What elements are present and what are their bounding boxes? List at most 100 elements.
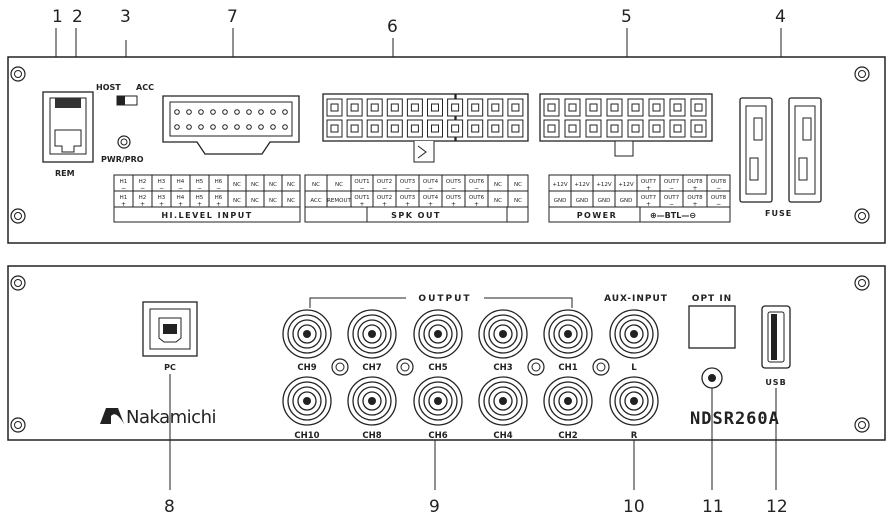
callout-11: 11 bbox=[702, 497, 724, 517]
screw-icon bbox=[854, 275, 870, 291]
pin-socket-inner bbox=[491, 124, 500, 133]
pin bbox=[174, 124, 180, 130]
pin-label: NC bbox=[287, 198, 295, 204]
spk-out-connector[interactable] bbox=[322, 93, 529, 163]
pin-label: OUT4 bbox=[423, 179, 439, 185]
pin-polarity: + bbox=[359, 201, 364, 208]
callout-4: 4 bbox=[775, 7, 786, 27]
hi-level-connector[interactable] bbox=[162, 95, 300, 155]
pin-label: H4 bbox=[177, 195, 185, 201]
pin-socket-inner bbox=[673, 124, 682, 133]
hi-level-table bbox=[113, 174, 301, 223]
pin bbox=[270, 124, 276, 130]
pin-label: NC bbox=[233, 182, 241, 188]
pin-label: OUT6 bbox=[469, 195, 485, 201]
pin-socket-inner bbox=[631, 124, 640, 133]
pin bbox=[258, 109, 264, 115]
usb-label: USB bbox=[765, 378, 786, 387]
pin-label: H2 bbox=[139, 195, 147, 201]
pin-label: +12V bbox=[574, 182, 590, 188]
rca-jack[interactable] bbox=[543, 376, 593, 426]
pin-label: GND bbox=[598, 198, 611, 204]
pin-label: OUT1 bbox=[354, 195, 369, 201]
pin-label: OUT7 bbox=[664, 195, 680, 201]
optical-input[interactable] bbox=[688, 305, 736, 389]
pin-polarity: + bbox=[451, 201, 456, 208]
pin-socket-inner bbox=[547, 103, 556, 112]
pin bbox=[270, 109, 276, 115]
pin-label: H3 bbox=[158, 179, 166, 185]
screw-icon bbox=[854, 417, 870, 433]
pin-table-cells: H1−H1+H2−H2+H3−H3+H4−H4+H5−H5+H6−H6+NCNC… bbox=[120, 179, 727, 208]
pin-polarity: + bbox=[646, 201, 651, 208]
rca-jack[interactable] bbox=[413, 309, 463, 359]
pin-label: NC bbox=[312, 182, 320, 188]
rca-jack[interactable] bbox=[609, 309, 659, 359]
screw-icon bbox=[854, 208, 870, 224]
callout-1: 1 bbox=[52, 7, 63, 27]
pin-socket-inner bbox=[370, 124, 379, 133]
pin-socket-inner bbox=[589, 124, 598, 133]
rca-jack[interactable] bbox=[347, 309, 397, 359]
pin-label: NC bbox=[233, 198, 241, 204]
screw-icon bbox=[396, 358, 414, 376]
fuse-label: FUSE bbox=[765, 209, 792, 218]
pin bbox=[198, 109, 204, 115]
callout-8: 8 bbox=[164, 497, 175, 517]
pin-polarity: + bbox=[216, 201, 221, 208]
pin-socket-inner bbox=[370, 103, 379, 112]
pin-polarity: + bbox=[405, 201, 410, 208]
rca-jack[interactable] bbox=[478, 376, 528, 426]
rca-jack[interactable] bbox=[347, 376, 397, 426]
pin-label: OUT7 bbox=[664, 179, 680, 185]
pin-socket-inner bbox=[390, 103, 399, 112]
spk-out-table bbox=[304, 174, 529, 223]
pin-polarity: + bbox=[178, 201, 183, 208]
pin-label: NC bbox=[494, 198, 502, 204]
pin-label: NC bbox=[269, 198, 277, 204]
pin-label: NC bbox=[251, 198, 259, 204]
pin-label: NC bbox=[494, 182, 502, 188]
screw-inner bbox=[335, 362, 345, 372]
fuse-holder[interactable] bbox=[739, 97, 822, 203]
pin-label: H4 bbox=[177, 179, 185, 185]
pin-polarity: + bbox=[646, 185, 651, 192]
host-acc-switch[interactable] bbox=[116, 95, 138, 106]
pin-polarity: − bbox=[178, 185, 183, 192]
rca-jack[interactable] bbox=[282, 376, 332, 426]
pin-label: +12V bbox=[596, 182, 612, 188]
pin bbox=[174, 109, 180, 115]
screw-inner bbox=[531, 362, 541, 372]
rca-jack[interactable] bbox=[609, 376, 659, 426]
rca-jack[interactable] bbox=[543, 309, 593, 359]
pin bbox=[282, 124, 288, 130]
hi-level-title: HI.LEVEL INPUT bbox=[161, 211, 252, 220]
pin-label: OUT7 bbox=[641, 195, 657, 201]
pc-usb-b-port[interactable] bbox=[142, 301, 198, 357]
pin-polarity: − bbox=[716, 185, 721, 192]
screw-icon bbox=[527, 358, 545, 376]
pin-polarity: − bbox=[359, 185, 364, 192]
power-connector[interactable] bbox=[539, 93, 713, 157]
pin-socket-inner bbox=[350, 124, 359, 133]
rca-jacks[interactable] bbox=[282, 309, 659, 426]
pin bbox=[282, 109, 288, 115]
pin-socket-inner bbox=[589, 103, 598, 112]
acc-label: ACC bbox=[136, 83, 154, 92]
pin-polarity: + bbox=[121, 201, 126, 208]
rem-port[interactable] bbox=[42, 91, 94, 163]
pin-socket-inner bbox=[431, 103, 439, 112]
screw-icon bbox=[854, 66, 870, 82]
rca-jack[interactable] bbox=[282, 309, 332, 359]
pin-socket-inner bbox=[471, 124, 480, 133]
rca-jack[interactable] bbox=[478, 309, 528, 359]
pin-polarity: + bbox=[140, 201, 145, 208]
usb-a-port[interactable] bbox=[761, 305, 791, 369]
pin-label: OUT8 bbox=[711, 179, 727, 185]
model-name: NDSR260A bbox=[690, 409, 780, 429]
channel-label: CH10 bbox=[294, 431, 319, 441]
pin-socket-inner bbox=[547, 124, 556, 133]
rca-jack[interactable] bbox=[413, 376, 463, 426]
pin bbox=[222, 109, 228, 115]
